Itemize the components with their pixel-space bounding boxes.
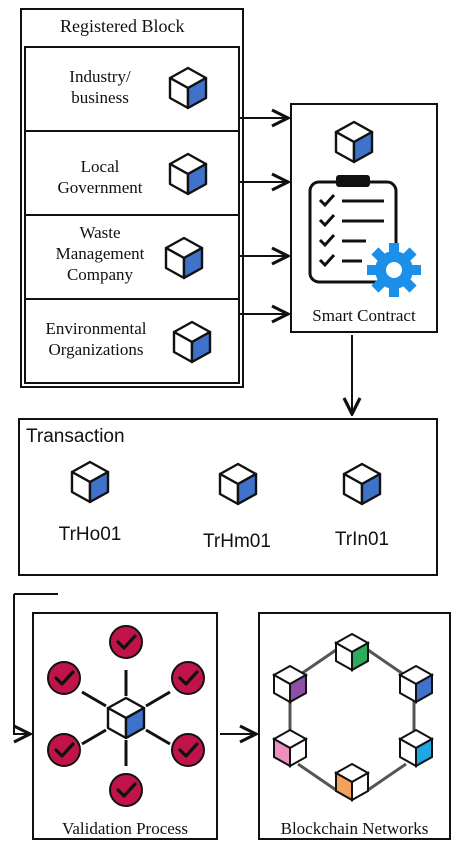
arrow-transaction-to-validation — [13, 594, 30, 734]
check-circle-icon — [170, 660, 206, 696]
cube-icon — [164, 236, 204, 280]
validation-process-label: Validation Process — [61, 819, 189, 838]
transaction-title: Transaction — [26, 426, 125, 447]
cube-icon — [334, 120, 374, 164]
check-circle-icon — [170, 732, 206, 768]
entity-label: Industry/ business — [69, 67, 131, 107]
check-circle-icon — [108, 624, 144, 660]
smart-contract-label: Smart Contract — [312, 306, 416, 325]
check-circle-icon — [108, 772, 144, 808]
cube-icon — [106, 696, 146, 740]
blockchain-networks-label: Blockchain Networks — [280, 819, 429, 838]
cube-icon — [172, 320, 212, 364]
check-circle-icon — [46, 732, 82, 768]
validation-network-icon — [46, 624, 206, 808]
transaction-label-trhm01: TrHm01 — [203, 531, 271, 552]
cube-icon — [168, 152, 208, 196]
cube-icon — [70, 460, 110, 504]
check-circle-icon — [46, 660, 82, 696]
registered-block-title: Registered Block — [60, 16, 185, 36]
blockchain-ring-icon — [271, 632, 435, 802]
cube-icon — [218, 462, 258, 506]
entity-label: Environmental Organizations — [45, 319, 147, 359]
cube-icon — [342, 462, 382, 506]
cube-icon — [168, 66, 208, 110]
entity-label: Local Government — [57, 157, 143, 197]
transaction-label-trin01: TrIn01 — [334, 529, 390, 550]
gear-icon — [367, 243, 421, 297]
transaction-label-trho01: TrHo01 — [58, 524, 122, 545]
entity-label: Waste Management Company — [55, 223, 145, 284]
